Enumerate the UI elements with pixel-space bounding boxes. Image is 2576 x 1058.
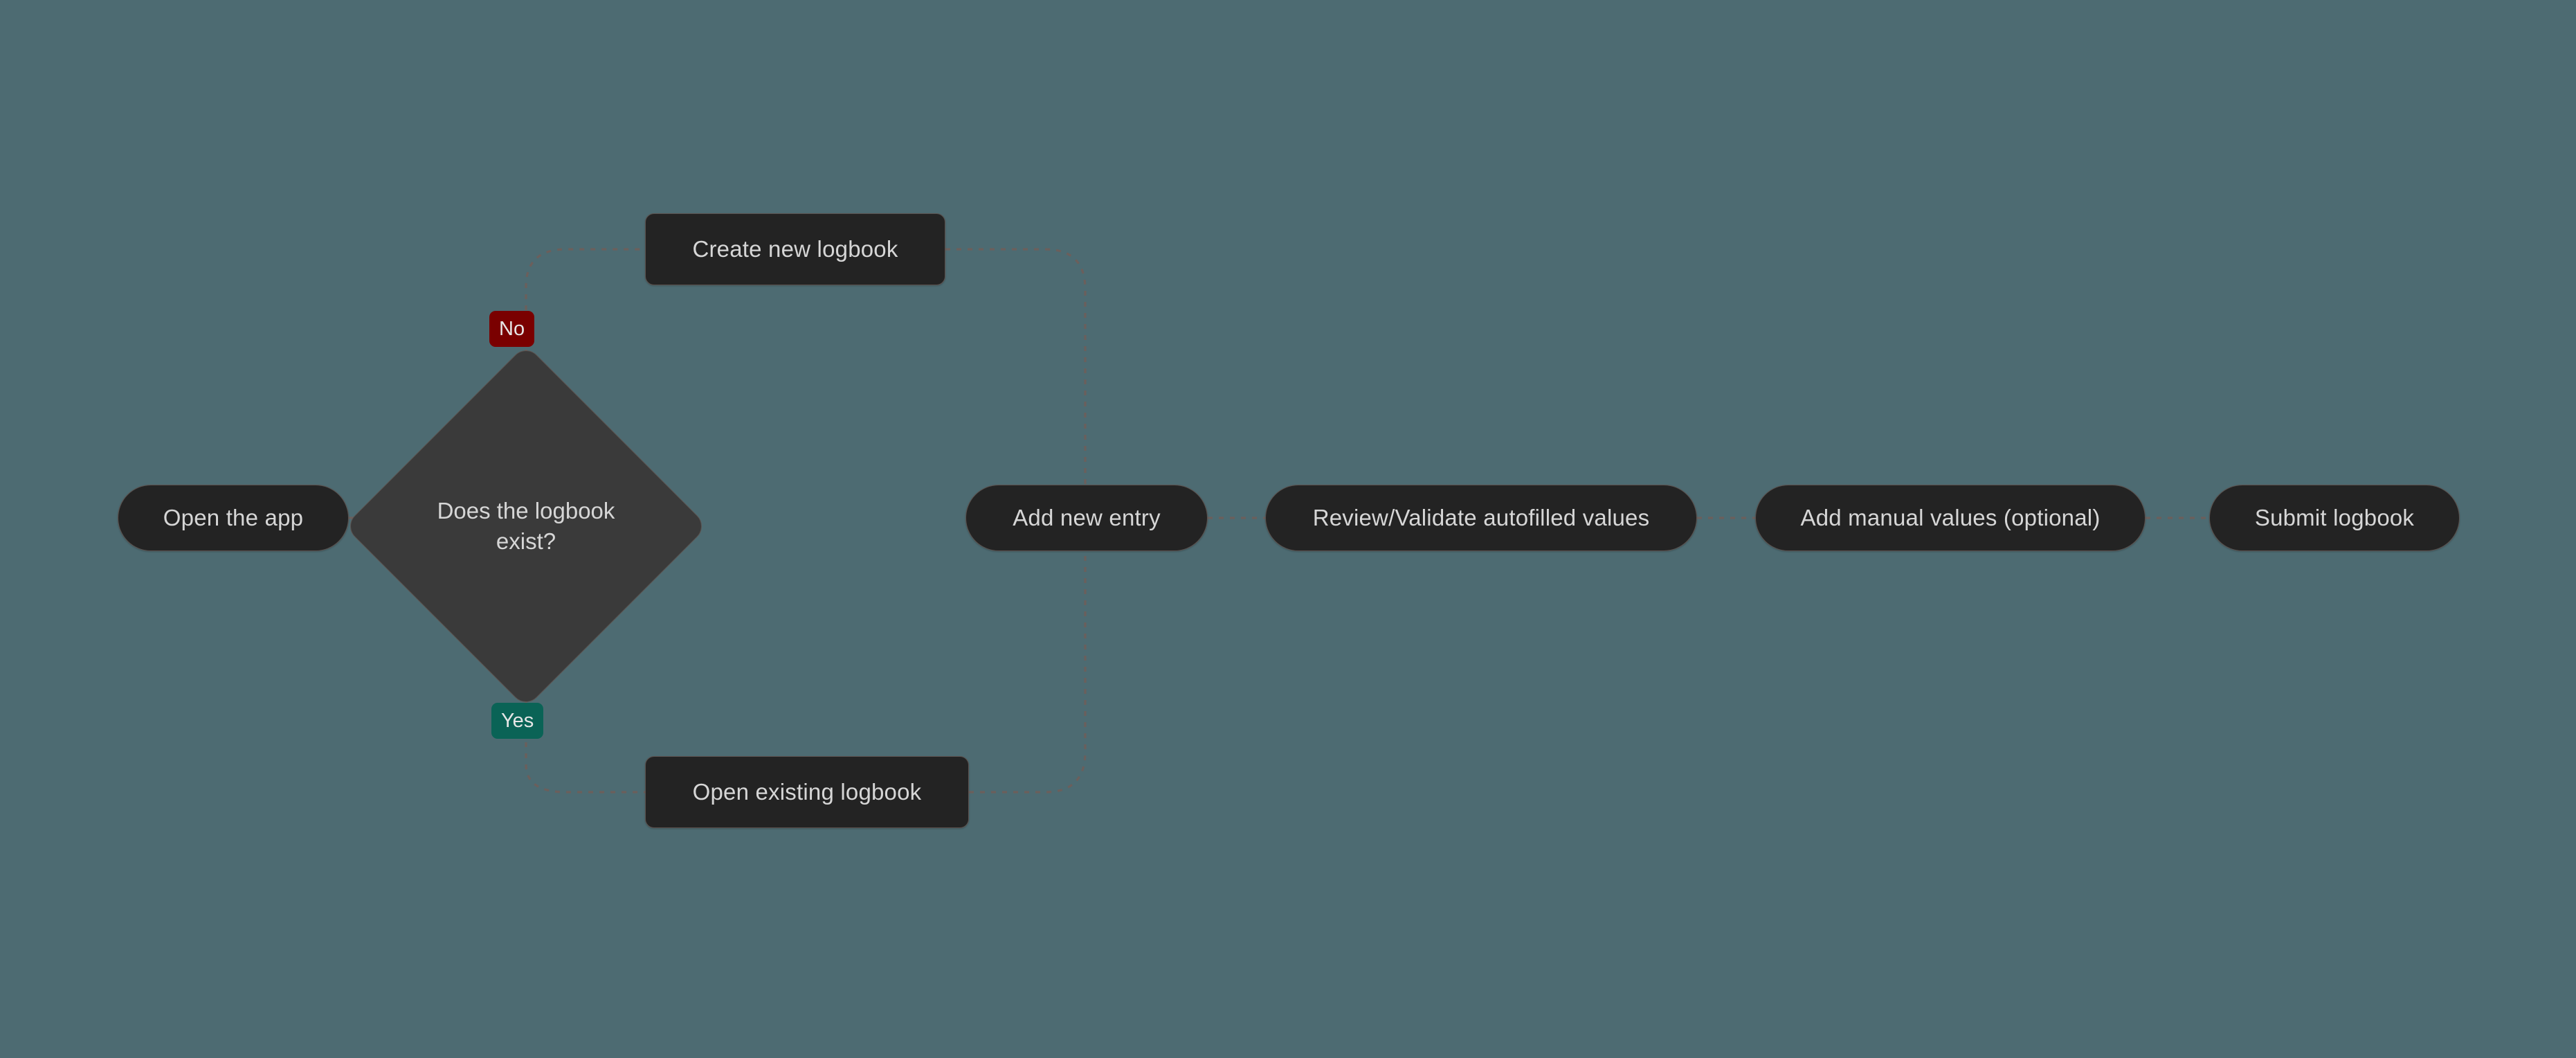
node-label: Create new logbook — [692, 235, 898, 262]
node-label: Review/Validate autofilled values — [1312, 504, 1650, 530]
node-label: Submit logbook — [2254, 504, 2415, 530]
node-review-validate-autofilled-values[interactable]: Review/Validate autofilled values — [1265, 485, 1697, 551]
node-label: Does the logbook exist? — [437, 498, 615, 554]
edge-label-no: No — [489, 311, 535, 347]
node-label: Add new entry — [1013, 504, 1161, 530]
node-create-new-logbook[interactable]: Create new logbook — [645, 213, 945, 285]
node-add-manual-values[interactable]: Add manual values (optional) — [1755, 485, 2146, 551]
edge-open-to-add-entry — [969, 551, 1087, 794]
edge-create-to-add-entry — [945, 248, 1087, 485]
node-submit-logbook[interactable]: Submit logbook — [2209, 485, 2460, 551]
edge-label-text: Yes — [501, 709, 534, 732]
node-decision-logbook-exists[interactable]: Does the logbook exist? — [343, 343, 709, 709]
node-open-app[interactable]: Open the app — [118, 485, 349, 551]
node-label: Open existing logbook — [692, 778, 922, 805]
node-open-existing-logbook[interactable]: Open existing logbook — [645, 756, 969, 828]
edge-label-yes: Yes — [491, 703, 544, 739]
edge-label-text: No — [499, 317, 525, 340]
node-label: Add manual values (optional) — [1800, 504, 2101, 530]
node-label: Open the app — [163, 504, 304, 530]
node-add-new-entry[interactable]: Add new entry — [965, 485, 1208, 551]
